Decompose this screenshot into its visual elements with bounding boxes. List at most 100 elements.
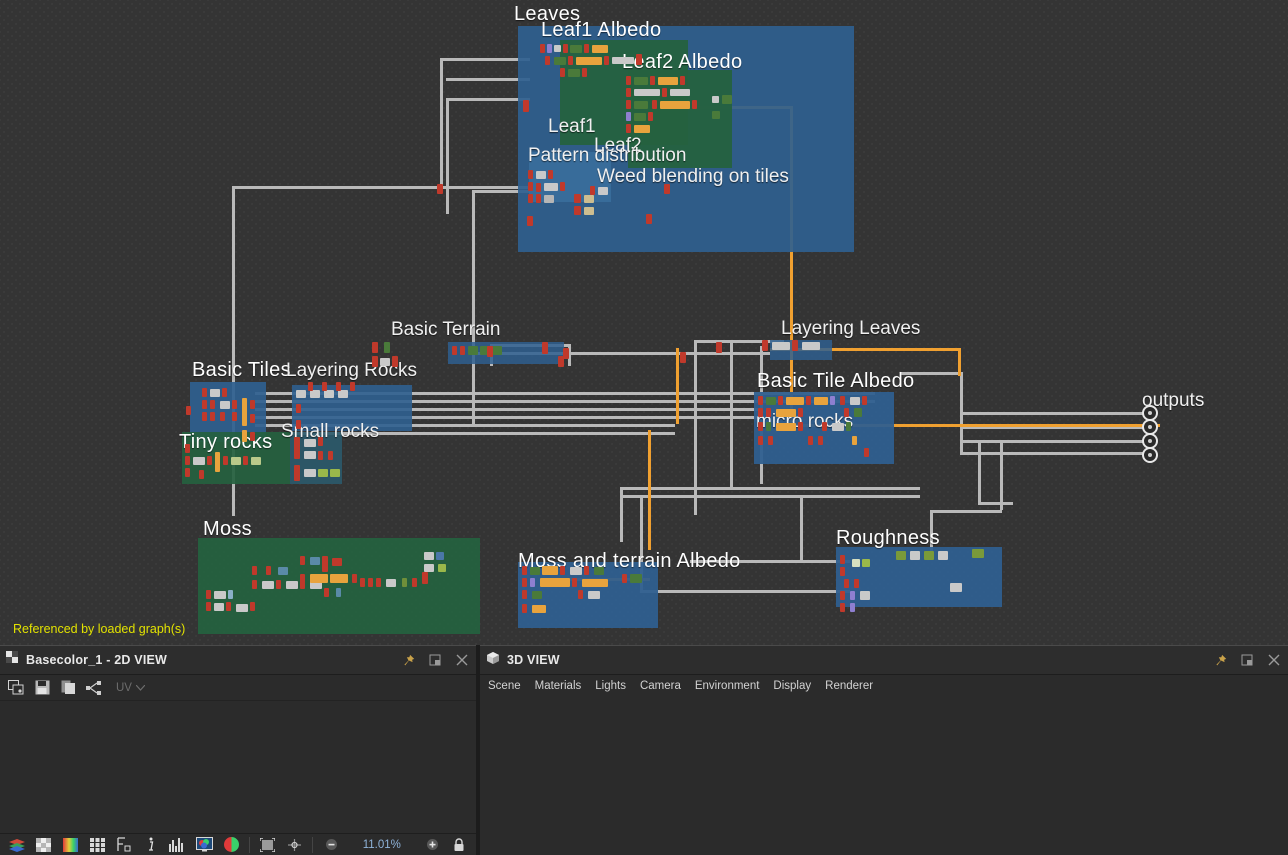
- group-label-layering-leaves: Layering Leaves: [781, 318, 921, 339]
- wire-highlight: [676, 348, 679, 424]
- frame-label-roughness: Roughness: [836, 527, 940, 549]
- wire: [800, 495, 803, 560]
- pin-icon[interactable]: [398, 650, 418, 670]
- pin-icon[interactable]: [1210, 650, 1230, 670]
- save-icon[interactable]: [30, 677, 54, 699]
- wire-highlight: [648, 430, 651, 550]
- share-node-icon[interactable]: [82, 677, 106, 699]
- wire: [620, 487, 623, 542]
- wire-highlight: [770, 348, 960, 351]
- frame-label-basic-tiles: Basic Tiles: [192, 359, 291, 381]
- panel-2d-view: Basecolor_1 - 2D VIEW: [0, 645, 476, 855]
- info-icon[interactable]: [138, 835, 164, 855]
- wire: [568, 344, 571, 366]
- wire: [1000, 440, 1003, 510]
- new-view-icon[interactable]: [4, 677, 28, 699]
- wire: [640, 590, 850, 593]
- maximize-icon[interactable]: [1237, 650, 1257, 670]
- referenced-by-note: Referenced by loaded graph(s): [13, 622, 186, 636]
- wire: [232, 186, 235, 516]
- wire-highlight: [790, 424, 1160, 427]
- wire: [960, 426, 1150, 429]
- panel-3d-view-title: 3D VIEW: [507, 653, 560, 667]
- wire: [472, 190, 530, 193]
- zoom-in-button[interactable]: [419, 835, 445, 855]
- wire: [470, 352, 770, 355]
- wire: [290, 432, 675, 435]
- panel-splitter[interactable]: [476, 645, 480, 855]
- wire: [694, 340, 697, 515]
- fit-icon[interactable]: [255, 835, 281, 855]
- histogram-icon[interactable]: [165, 835, 191, 855]
- chevron-down-icon: [135, 684, 145, 691]
- uv-channel-select[interactable]: UV: [116, 682, 145, 694]
- group-label-outputs: outputs: [1142, 390, 1205, 411]
- window-icon: [6, 651, 19, 669]
- wire: [900, 372, 962, 375]
- monitor-icon[interactable]: [191, 835, 217, 855]
- wire: [730, 340, 733, 490]
- close-icon[interactable]: [1264, 650, 1284, 670]
- frame-label-leaves: Leaves: [514, 3, 581, 25]
- menu-item-materials[interactable]: Materials: [534, 680, 582, 692]
- zoom-out-button[interactable]: [318, 835, 344, 855]
- group-label-small-rocks: Small rocks: [281, 421, 380, 442]
- grid-icon[interactable]: [84, 835, 110, 855]
- frame-label-leaf1-albedo: Leaf1 Albedo: [541, 19, 662, 41]
- panel-2d-view-toolbar: UV: [0, 675, 476, 701]
- wire: [930, 510, 1002, 513]
- gradient-icon[interactable]: [58, 835, 84, 855]
- node-graph-canvas[interactable]: Leaves Leaf1 Albedo Leaf2 Albedo Leaf1 L…: [0, 0, 1288, 645]
- menu-item-lights[interactable]: Lights: [595, 680, 626, 692]
- uv-channel-value: UV: [116, 681, 132, 694]
- wire: [232, 186, 532, 189]
- close-icon[interactable]: [452, 650, 472, 670]
- menu-item-camera[interactable]: Camera: [639, 680, 681, 692]
- lock-icon[interactable]: [446, 835, 472, 855]
- wire: [446, 98, 530, 101]
- panel-3d-view: 3D VIEW Scene Materials Lights Camera En…: [480, 645, 1288, 855]
- pixel-ruler-icon[interactable]: [111, 835, 137, 855]
- menu-item-display[interactable]: Display: [773, 680, 812, 692]
- statusbar-divider: [248, 836, 250, 853]
- output-node[interactable]: [1142, 447, 1158, 463]
- panel-3d-view-titlebar: 3D VIEW: [480, 645, 1288, 675]
- panel-2d-view-titlebar: Basecolor_1 - 2D VIEW: [0, 645, 476, 675]
- frame-label-moss: Moss: [203, 518, 252, 540]
- group-label-pattern-distribution: Pattern distribution: [528, 145, 687, 166]
- maximize-icon[interactable]: [425, 650, 445, 670]
- cube-icon: [486, 651, 500, 670]
- wire: [960, 440, 1150, 443]
- wire-highlight: [958, 348, 961, 376]
- center-icon[interactable]: [282, 835, 308, 855]
- menu-item-environment[interactable]: Environment: [694, 680, 760, 692]
- frame-label-leaf2-albedo: Leaf2 Albedo: [622, 51, 743, 73]
- layers-icon[interactable]: [4, 835, 30, 855]
- group-label-weed-blending: Weed blending on tiles: [597, 166, 789, 187]
- wire: [446, 98, 449, 214]
- wire: [690, 560, 850, 563]
- copy-icon[interactable]: [56, 677, 80, 699]
- wire: [960, 372, 963, 454]
- group-label-leaf1: Leaf1: [548, 116, 596, 137]
- menu-item-scene[interactable]: Scene: [488, 680, 521, 692]
- menu-item-renderer[interactable]: Renderer: [825, 680, 874, 692]
- wire: [960, 412, 1150, 415]
- wire: [620, 487, 920, 490]
- wire: [694, 340, 784, 343]
- panel-2d-view-title: Basecolor_1 - 2D VIEW: [26, 653, 168, 667]
- wire: [255, 392, 875, 395]
- output-node[interactable]: [1142, 405, 1158, 421]
- wire: [930, 510, 933, 552]
- wire-highlight: [790, 106, 793, 424]
- zoom-level-value[interactable]: 11.01%: [362, 838, 401, 851]
- wire: [978, 440, 981, 502]
- color-wheel-icon[interactable]: [218, 835, 244, 855]
- group-label-leaf2: Leaf2: [594, 135, 642, 156]
- wire: [440, 58, 530, 61]
- wire: [255, 416, 760, 419]
- checker-icon[interactable]: [31, 835, 57, 855]
- wire: [620, 495, 920, 498]
- wire: [960, 452, 1150, 455]
- frame-label-basic-tile-albedo: Basic Tile Albedo: [757, 370, 915, 392]
